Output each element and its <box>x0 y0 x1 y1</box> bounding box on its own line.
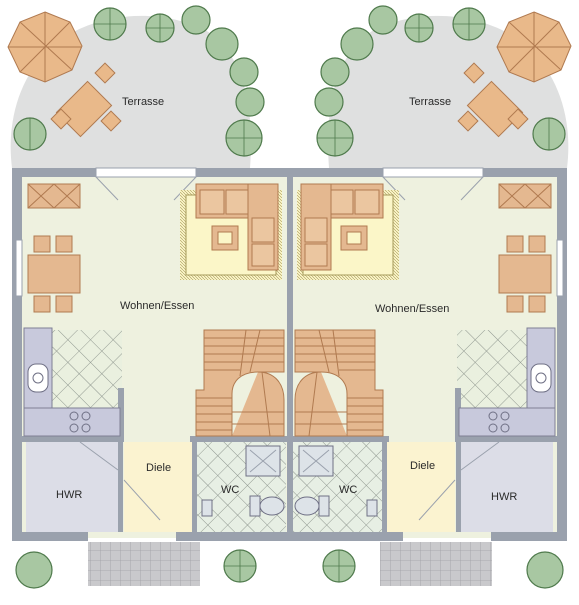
door-swings <box>79 176 500 521</box>
sofa-icon <box>195 183 279 271</box>
parasol-icon <box>496 11 572 83</box>
parasol-icon <box>7 11 83 83</box>
lounge-right <box>297 183 399 280</box>
terrace-table-left <box>50 62 122 138</box>
coffee-table-right <box>340 225 368 251</box>
sink-icon <box>27 363 49 393</box>
entrance-paving-right <box>380 542 492 586</box>
room-label-hall-right: Diele <box>410 460 436 472</box>
kitchen-floor-right <box>457 330 527 408</box>
room-label-wc-left: WC <box>221 484 240 496</box>
windows <box>15 167 564 297</box>
stove-icon <box>69 411 91 433</box>
kitchen-left <box>23 327 121 437</box>
tree-detail <box>29 8 550 582</box>
stairs-icon <box>195 329 285 437</box>
dining-table-icon <box>498 235 552 313</box>
entrance-paving-left <box>88 542 200 586</box>
kitchen-floor-left <box>52 330 122 408</box>
wc-basin-right <box>366 499 378 517</box>
hwr-floor-right <box>459 442 553 532</box>
dining-table-icon <box>27 235 81 313</box>
stove-icon <box>488 411 510 433</box>
sideboard-left <box>27 183 81 209</box>
sofa-icon <box>300 183 384 271</box>
room-label-wc-right: WC <box>339 484 358 496</box>
hall-floor-left <box>124 442 196 532</box>
toilet-icon <box>294 495 330 517</box>
toilet-icon <box>249 495 285 517</box>
room-label-terrace-left: Terrasse <box>122 96 165 108</box>
sink-icon <box>530 363 552 393</box>
room-label-living-right: Wohnen/Essen <box>375 303 450 315</box>
walls <box>12 168 567 541</box>
stairs-icon <box>294 329 384 437</box>
wc-basin-left <box>201 499 213 517</box>
hall-floor-right <box>383 442 455 532</box>
shower-icon <box>298 445 334 477</box>
room-label-terrace-right: Terrasse <box>409 96 452 108</box>
room-label-hall-left: Diele <box>146 462 172 474</box>
hwr-floor-left <box>26 442 120 532</box>
terrace-table-right <box>457 62 529 138</box>
room-label-hwr-right: HWR <box>491 491 518 503</box>
room-label-hwr-left: HWR <box>56 489 83 501</box>
shower-icon <box>245 445 281 477</box>
sideboard-right <box>498 183 552 209</box>
kitchen-right <box>458 327 556 437</box>
lounge-left <box>180 183 282 280</box>
room-label-living-left: Wohnen/Essen <box>120 300 195 312</box>
